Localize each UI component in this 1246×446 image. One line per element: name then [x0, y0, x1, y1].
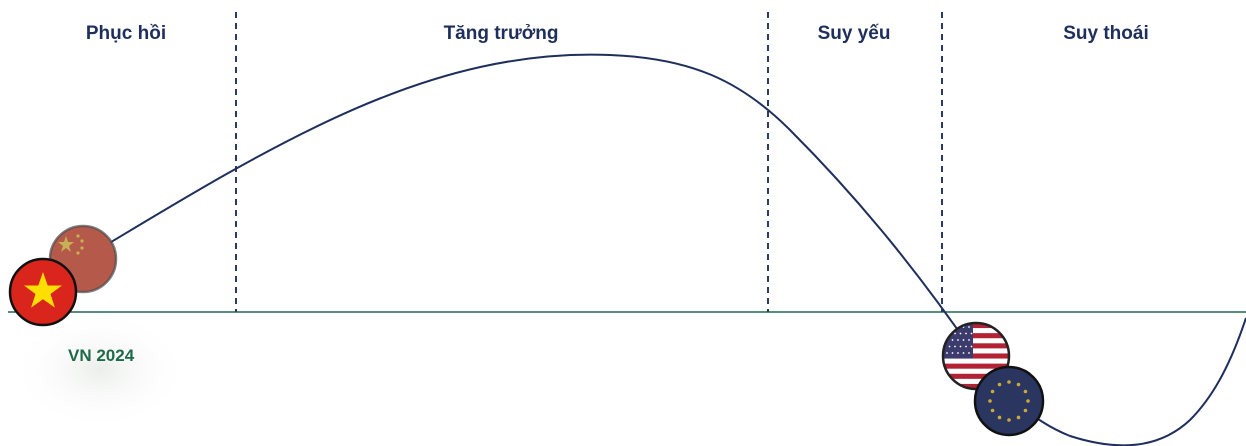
us-star: [965, 345, 967, 348]
vn-year-label: VN 2024: [68, 346, 135, 365]
eu-star: [990, 389, 995, 394]
vn-glow: [10, 310, 190, 430]
eu-star: [1023, 389, 1028, 394]
us-star: [968, 326, 970, 328]
us-star: [957, 352, 959, 354]
phase-label-recession: Suy thoái: [1063, 23, 1149, 44]
us-star: [970, 332, 973, 335]
us-stripe: [943, 333, 1009, 339]
us-star: [951, 326, 954, 328]
eu-star: [997, 382, 1002, 387]
phase-label-recovery: Phục hồi: [86, 23, 166, 44]
us-star: [962, 352, 965, 354]
usa-flag-icon: [941, 321, 1011, 391]
us-star: [957, 339, 959, 341]
china-flag-icon: [48, 224, 118, 294]
eu-star: [1016, 382, 1021, 387]
us-stripe: [943, 323, 1009, 329]
us-stripe: [943, 343, 1009, 349]
us-star: [946, 352, 948, 354]
eu-star: [990, 408, 995, 413]
us-star: [951, 352, 954, 354]
eu-star: [1023, 408, 1028, 413]
eu-star: [1016, 415, 1021, 420]
us-star: [954, 332, 956, 335]
vietnam-flag-icon: [8, 257, 78, 327]
us-star: [959, 332, 962, 335]
us-star: [948, 345, 951, 348]
eu-star: [1026, 399, 1030, 403]
us-star: [968, 339, 970, 341]
eu-star: [1007, 380, 1011, 384]
us-star: [954, 345, 956, 348]
phase-label-slowdown: Suy yếu: [818, 23, 891, 44]
us-stripe: [943, 373, 1009, 379]
us-star: [951, 339, 954, 341]
us-stripe: [943, 383, 1009, 389]
us-stripe: [943, 363, 1009, 369]
eu-star: [1007, 418, 1011, 422]
us-star: [965, 332, 967, 335]
eu-star: [988, 399, 992, 403]
us-star: [962, 339, 965, 341]
phase-label-growth: Tăng trưởng: [444, 23, 559, 44]
us-star: [970, 345, 973, 348]
eu-flag-icon: [973, 365, 1045, 437]
us-stripe: [943, 353, 1009, 359]
us-star: [946, 326, 948, 328]
us-star: [968, 352, 970, 354]
us-star: [959, 345, 962, 348]
eu-star: [997, 415, 1002, 420]
cycle-curve: [82, 53, 1246, 446]
